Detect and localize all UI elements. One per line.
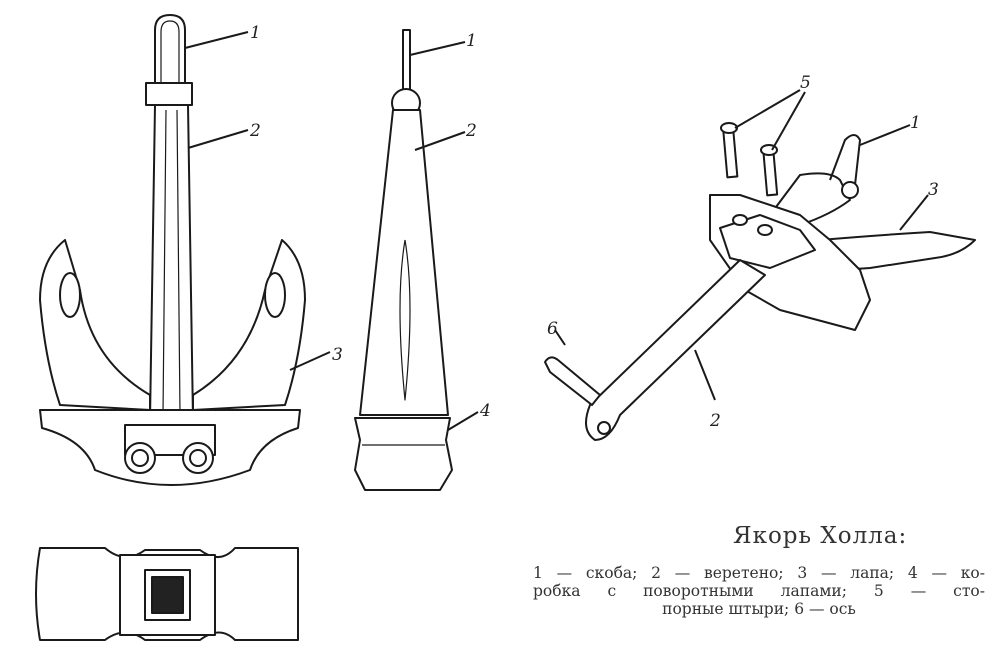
figure-title: Якорь Холла: xyxy=(733,523,908,549)
shackle-perspective xyxy=(829,134,861,186)
persp-label-3: 3 xyxy=(928,180,939,200)
shackle xyxy=(154,14,186,85)
side-view-drawing: 1 2 4 xyxy=(354,29,491,491)
front-view-drawing: 1 2 3 xyxy=(39,14,343,486)
shank-perspective xyxy=(585,259,766,441)
persp-label-1: 1 xyxy=(910,113,921,133)
bottom-view-drawing xyxy=(35,547,299,641)
side-label-2: 2 xyxy=(465,121,477,141)
right-fluke xyxy=(192,239,306,411)
shank xyxy=(149,104,194,421)
left-fluke xyxy=(39,239,151,411)
persp-label-5: 5 xyxy=(800,73,811,93)
fluke-box xyxy=(354,417,453,491)
side-label-1: 1 xyxy=(466,31,477,51)
perspective-view-drawing: 5 1 3 6 2 xyxy=(544,73,976,441)
side-shank xyxy=(359,109,449,416)
front-label-2: 2 xyxy=(249,121,261,141)
persp-label-6: 6 xyxy=(547,319,558,339)
side-label-4: 4 xyxy=(479,401,491,421)
caption-line-1: 1 — скоба; 2 — веретено; 3 — лапа; 4 — к… xyxy=(533,564,985,582)
caption-line-3: порные штыри; 6 — ось xyxy=(662,600,856,618)
persp-label-2: 2 xyxy=(709,411,721,431)
front-label-1: 1 xyxy=(250,23,261,43)
front-label-3: 3 xyxy=(332,345,343,365)
caption-line-2: робка с поворотными лапами; 5 — сто- xyxy=(533,582,985,600)
box-perspective xyxy=(709,194,871,331)
axle xyxy=(544,356,601,406)
